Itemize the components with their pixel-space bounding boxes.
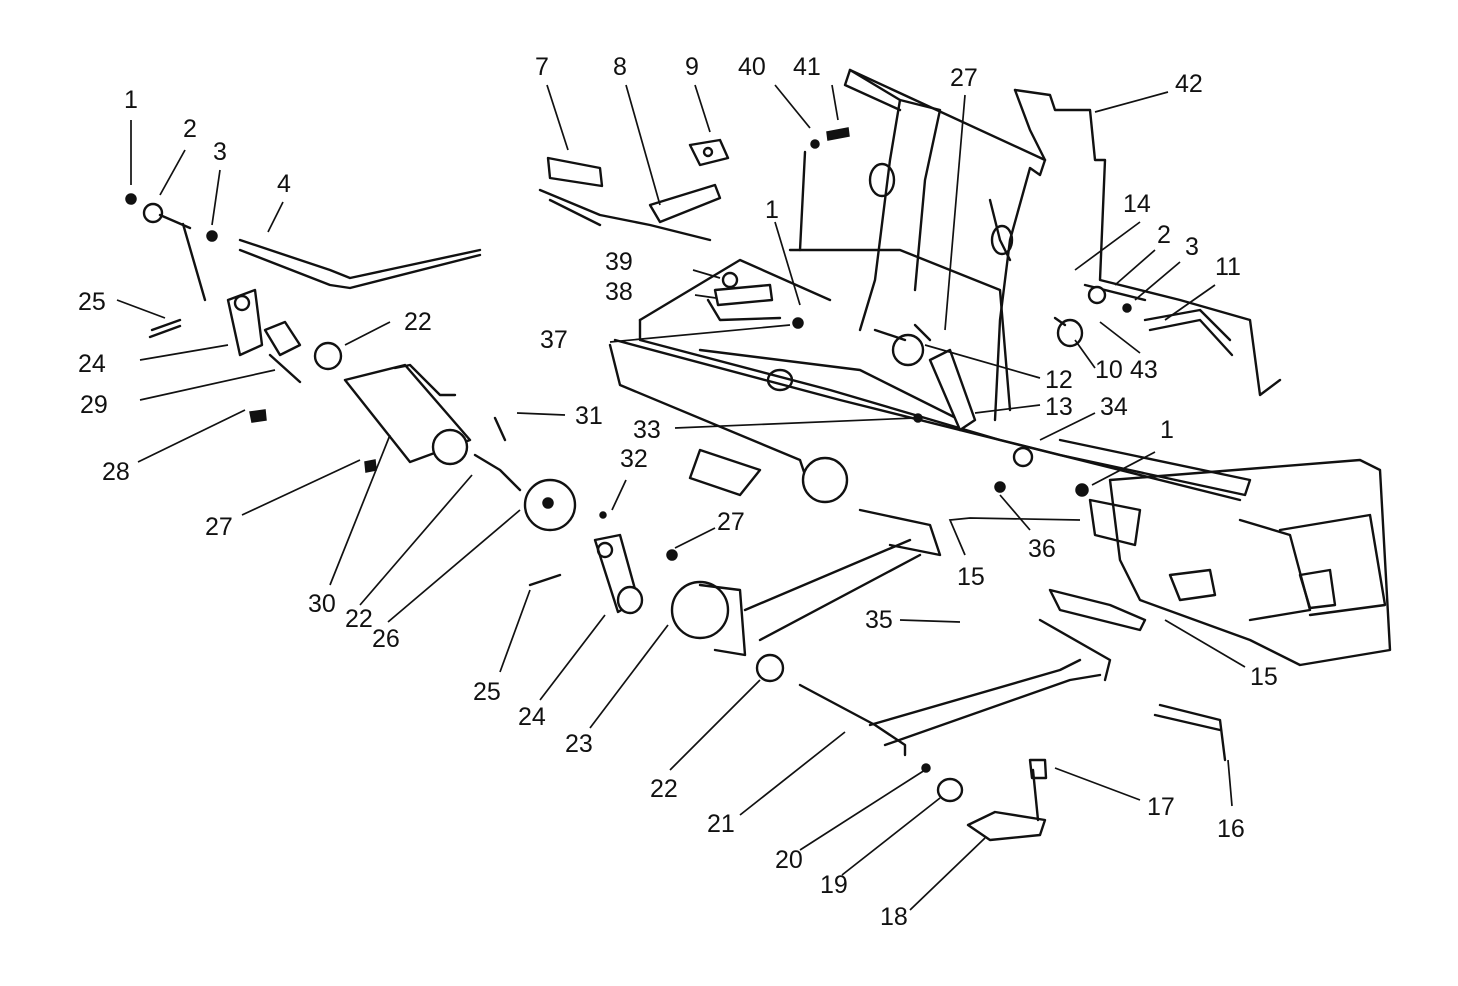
callout-label: 27	[205, 513, 233, 541]
callout-label: 20	[775, 846, 803, 874]
callout-label: 10	[1095, 356, 1123, 384]
left-bracket-assembly	[148, 288, 343, 384]
callout-label: 23	[565, 730, 593, 758]
callout-label: 2	[1157, 221, 1171, 249]
callout-label: 34	[1100, 393, 1128, 421]
callout-label: 37	[540, 326, 568, 354]
callout-label: 27	[950, 64, 978, 92]
upper-middle-linkage	[538, 127, 850, 329]
callout-label: 33	[633, 416, 661, 444]
shaft-collar-26	[473, 416, 607, 532]
callout-label: 15	[1250, 663, 1278, 691]
callout-label: 29	[80, 391, 108, 419]
callout-label: 1	[124, 86, 138, 114]
callout-label: 3	[1185, 233, 1199, 261]
callout-label: 1	[1160, 416, 1174, 444]
callout-label: 11	[1215, 253, 1241, 281]
callout-label: 40	[738, 53, 766, 81]
parts-artwork	[125, 68, 1392, 842]
callout-label: 8	[613, 53, 627, 81]
callout-label: 22	[650, 775, 678, 803]
callout-label: 24	[518, 703, 546, 731]
main-frame	[608, 68, 1392, 667]
callout-label: 14	[1123, 190, 1151, 218]
callout-label: 32	[620, 445, 648, 473]
callout-label: 27	[717, 508, 745, 536]
callout-label: 43	[1130, 356, 1158, 384]
callout-label: 2	[183, 115, 197, 143]
callout-label: 21	[707, 810, 735, 838]
callout-label: 22	[345, 605, 373, 633]
tube-assembly-30	[249, 363, 472, 473]
lever-24	[528, 533, 644, 615]
upper-left-linkage	[125, 193, 482, 302]
callout-label: 1	[765, 196, 779, 224]
callout-label: 12	[1045, 366, 1073, 394]
callout-label: 18	[880, 903, 908, 931]
callout-label: 41	[793, 53, 821, 81]
callout-label: 24	[78, 350, 106, 378]
callout-label: 42	[1175, 70, 1203, 98]
callout-label: 7	[535, 53, 549, 81]
callout-label: 16	[1217, 815, 1245, 843]
lower-pedal-21	[755, 588, 1227, 842]
callout-label: 28	[102, 458, 130, 486]
callout-label: 13	[1045, 393, 1073, 421]
callout-labels: 1 2 3 4 25 24 22 29 28 27 30 22 26 31 32…	[78, 53, 1278, 931]
callout-label: 9	[685, 53, 699, 81]
callout-label: 35	[865, 606, 893, 634]
callout-label: 30	[308, 590, 336, 618]
callout-label: 15	[957, 563, 985, 591]
callout-label: 4	[277, 170, 291, 198]
callout-label: 36	[1028, 535, 1056, 563]
right-upper-linkage	[873, 88, 1282, 497]
callout-label: 26	[372, 625, 400, 653]
callout-label: 19	[820, 871, 848, 899]
callout-label: 22	[404, 308, 432, 336]
callout-label: 25	[473, 678, 501, 706]
callout-label: 3	[213, 138, 227, 166]
callout-label: 38	[605, 278, 633, 306]
callout-label: 39	[605, 248, 633, 276]
callout-label: 25	[78, 288, 106, 316]
leader-lines	[116, 84, 1246, 911]
pedal-shaft-23	[666, 508, 942, 657]
callout-label: 31	[575, 402, 603, 430]
callout-label: 17	[1147, 793, 1175, 821]
